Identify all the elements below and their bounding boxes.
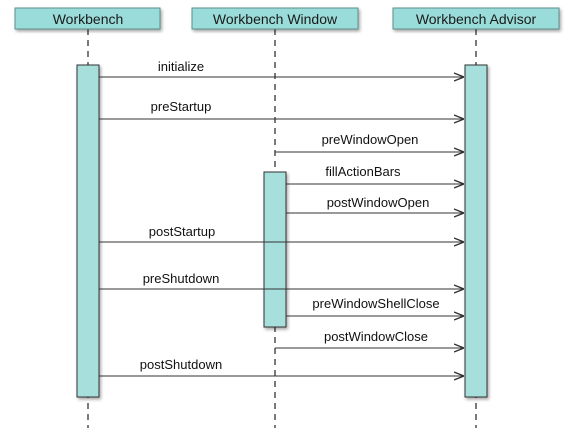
participant-label: Workbench Advisor [416,11,537,27]
activation-workbench-advisor [464,64,488,398]
message-label: preWindowShellClose [312,296,439,311]
message-label: postShutdown [140,357,222,372]
activation-workbench-window [263,171,287,328]
message-postshutdown: postShutdown [99,357,464,376]
message-prewindowopen: preWindowOpen [275,132,464,152]
message-prestartup: preStartup [99,99,464,119]
message-label: initialize [158,59,204,74]
message-postwindowclose: postWindowClose [275,329,464,348]
message-label: postStartup [149,224,216,239]
message-label: preStartup [151,99,212,114]
participant-label: Workbench [53,11,124,27]
message-postwindowopen: postWindowOpen [286,195,464,213]
message-poststartup: postStartup [99,224,464,242]
message-fillactionbars: fillActionBars [286,164,464,184]
activation-workbench [76,64,100,398]
message-prewindowshellclose: preWindowShellClose [286,296,464,316]
participant-workbench-advisor: Workbench Advisor [392,7,560,30]
message-label: fillActionBars [325,164,401,179]
participant-workbench: Workbench [14,7,161,30]
message-label: postWindowClose [324,329,428,344]
message-label: preShutdown [143,271,220,286]
message-initialize: initialize [99,59,464,77]
participant-workbench-window: Workbench Window [191,7,359,30]
message-label: postWindowOpen [327,195,430,210]
message-preshutdown: preShutdown [99,271,464,289]
message-label: preWindowOpen [322,132,419,147]
participant-label: Workbench Window [213,11,338,27]
